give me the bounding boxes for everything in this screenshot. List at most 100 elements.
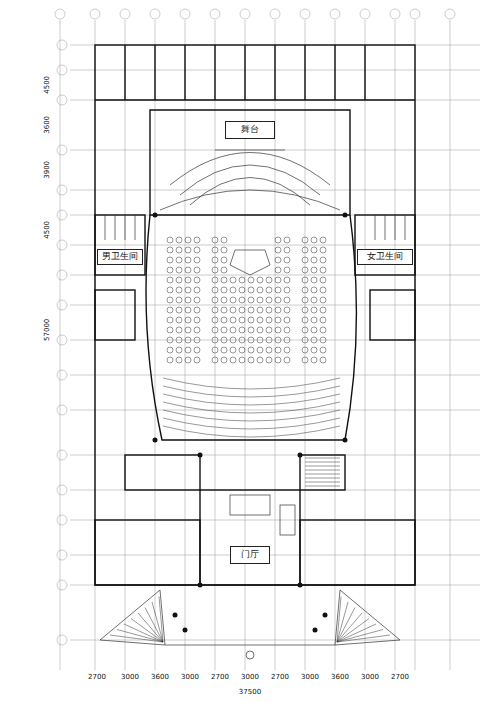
seat (212, 267, 218, 273)
seat (176, 337, 182, 343)
seat (284, 257, 290, 263)
seat (185, 247, 191, 253)
axis-bubble (240, 9, 250, 19)
stair-tread (305, 462, 340, 463)
seat (212, 297, 218, 303)
seat (167, 247, 173, 253)
dimension-text: 57000 (44, 318, 52, 342)
seat (311, 337, 317, 343)
seat (212, 277, 218, 283)
seat (266, 287, 272, 293)
seat (302, 267, 308, 273)
seat (320, 237, 326, 243)
seat (302, 327, 308, 333)
seat (167, 267, 173, 273)
seat (266, 357, 272, 363)
room-name: 女卫生间 (367, 252, 403, 262)
seat (185, 257, 191, 263)
seat (194, 277, 200, 283)
axis-bubble (57, 580, 67, 590)
grid-line (70, 150, 480, 151)
column (173, 613, 178, 618)
axis-bubble (57, 185, 67, 195)
seat (167, 257, 173, 263)
dimension-text: 3000 (300, 674, 320, 682)
seat (248, 287, 254, 293)
seat (320, 247, 326, 253)
dimension-text: 3600 (150, 674, 170, 682)
seat (221, 277, 227, 283)
seat-row (163, 386, 340, 397)
seat (185, 297, 191, 303)
seat (176, 307, 182, 313)
seat (311, 287, 317, 293)
seat (320, 267, 326, 273)
seat (248, 317, 254, 323)
seat (257, 347, 263, 353)
seat (194, 307, 200, 313)
seat (194, 287, 200, 293)
axis-bubble (57, 335, 67, 345)
seat (311, 267, 317, 273)
seat (239, 327, 245, 333)
seat (212, 257, 218, 263)
seat (194, 257, 200, 263)
seat (311, 327, 317, 333)
axis-bubble (90, 9, 100, 19)
seat (311, 297, 317, 303)
seat (221, 307, 227, 313)
seat (266, 317, 272, 323)
seat (257, 327, 263, 333)
seat (185, 317, 191, 323)
seat (212, 247, 218, 253)
stair-tread (305, 482, 340, 483)
seat (230, 327, 236, 333)
column (343, 213, 348, 218)
grid-line (125, 20, 126, 670)
axis-bubble (57, 485, 67, 495)
axis-bubble (150, 9, 160, 19)
axis-bubble (57, 450, 67, 460)
dimension-text: 3900 (44, 160, 52, 180)
seat (185, 347, 191, 353)
seat (194, 347, 200, 353)
seat (176, 357, 182, 363)
seat (221, 247, 227, 253)
seat (221, 357, 227, 363)
seat (176, 287, 182, 293)
dimension-text: 37500 (238, 689, 262, 697)
dimension-text: 4500 (44, 220, 52, 240)
dimension-text: 3600 (44, 115, 52, 135)
grid-line (305, 20, 306, 670)
axis-bubble (57, 300, 67, 310)
seat (266, 307, 272, 313)
seat (302, 287, 308, 293)
seat (266, 327, 272, 333)
axis-bubble (57, 210, 67, 220)
seat (221, 237, 227, 243)
seat (239, 287, 245, 293)
seat (257, 277, 263, 283)
seat (284, 297, 290, 303)
seat (239, 307, 245, 313)
seat (194, 357, 200, 363)
seat (194, 267, 200, 273)
stair-tread (337, 624, 376, 642)
seat (284, 237, 290, 243)
seat (176, 247, 182, 253)
seat (284, 287, 290, 293)
axis-bubble (57, 65, 67, 75)
seat (284, 347, 290, 353)
stair-tread (124, 624, 163, 642)
seat (167, 327, 173, 333)
axis-bubble (57, 405, 67, 415)
seat (221, 347, 227, 353)
seat (230, 347, 236, 353)
seat (266, 297, 272, 303)
column (198, 453, 203, 458)
grid-line (215, 20, 216, 670)
seat (176, 347, 182, 353)
column (343, 438, 348, 443)
seat (248, 337, 254, 343)
seat (176, 297, 182, 303)
